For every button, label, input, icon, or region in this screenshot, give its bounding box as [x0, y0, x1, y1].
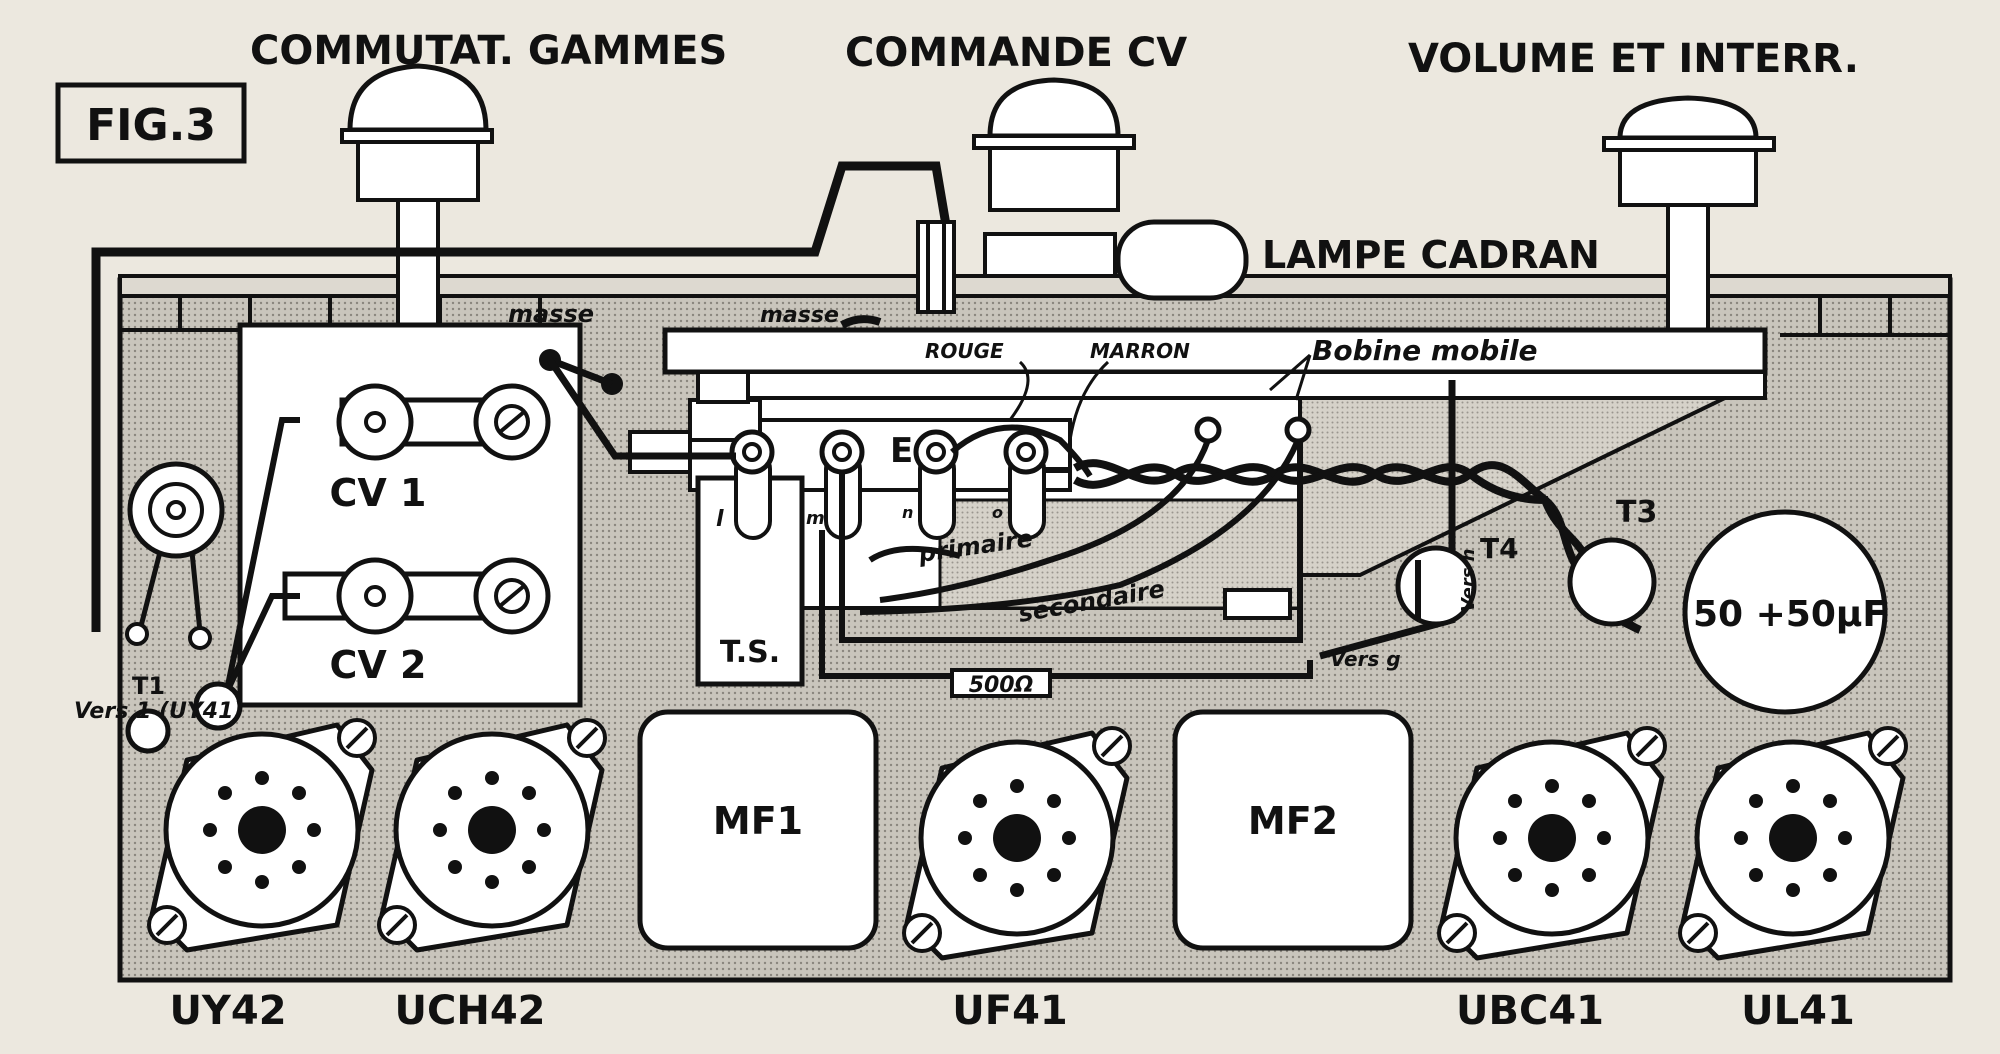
tube-label-ubc41: UBC41	[1456, 988, 1604, 1034]
commande-cv-label: COMMANDE CV	[845, 30, 1187, 76]
lug-l: l	[716, 429, 775, 540]
resistor-label: 500Ω	[969, 673, 1034, 698]
svg-text:MF1: MF1	[713, 799, 803, 843]
bobine-mobile-label: Bobine mobile	[1312, 334, 1538, 367]
svg-text:o: o	[992, 503, 1003, 522]
tube-label-uf41: UF41	[952, 988, 1067, 1034]
capacitor-label: 50 +50µF	[1693, 594, 1887, 635]
filter-capacitor: 50 +50µF	[1682, 509, 1888, 715]
tube-label-ul41: UL41	[1741, 988, 1855, 1034]
ts-label: T.S.	[720, 635, 780, 670]
rouge-label: ROUGE	[925, 339, 1004, 363]
commutateur-knob	[340, 63, 494, 332]
transformer-leads	[819, 438, 1313, 679]
e-label: E	[890, 431, 913, 471]
commande-cv-knob	[972, 77, 1136, 278]
t1-label: T1	[132, 672, 165, 700]
tube-label-uy42: UY42	[169, 988, 286, 1034]
marron-label: MARRON	[1090, 339, 1190, 363]
mf1-can: MF1	[637, 709, 879, 951]
svg-text:n: n	[902, 503, 913, 522]
masse-left-label: masse	[508, 300, 594, 328]
svg-text:l: l	[716, 507, 724, 532]
svg-text:LAMPE CADRAN: LAMPE CADRAN	[1262, 233, 1600, 277]
lug-o: o	[992, 429, 1049, 540]
cv1-label: CV 1	[330, 471, 427, 515]
t4-label: T4	[1480, 532, 1519, 565]
volume-knob	[1602, 95, 1776, 337]
tube-socket-uy42	[147, 718, 377, 953]
svg-text:MF2: MF2	[1248, 799, 1338, 843]
masse-wires: masse masse	[508, 300, 882, 460]
cv1-variable-capacitor: CV 1	[330, 383, 551, 515]
vers-h-label: Vers h	[1458, 548, 1479, 612]
figure-label: FIG.3	[55, 82, 247, 164]
tube-label-uch42: UCH42	[395, 988, 546, 1034]
tube-socket-ubc41	[1437, 726, 1667, 961]
cv2-label: CV 2	[330, 643, 427, 687]
resistor-500ohm: 500Ω	[950, 668, 1052, 698]
mf2-can: MF2	[1172, 709, 1414, 951]
t4-socket: T4 Vers h	[1395, 532, 1519, 627]
t3-label: T3	[1616, 495, 1657, 530]
masse-right-label: masse	[760, 303, 839, 328]
svg-text:m: m	[806, 508, 825, 529]
lug-n: n	[902, 429, 959, 540]
t1-socket: T1	[125, 461, 243, 754]
tube-socket-uch42	[377, 718, 607, 953]
vers-uy41-label: Vers 1 (UY41)	[74, 699, 243, 724]
dial-lamp: LAMPE CADRAN	[1115, 219, 1600, 301]
volume-label: VOLUME ET INTERR.	[1408, 36, 1859, 82]
commutateur-label: COMMUTAT. GAMMES	[250, 28, 727, 74]
vers-g-label: Vers g	[1330, 647, 1401, 671]
cv2-variable-capacitor: CV 2	[282, 557, 551, 687]
t3-socket: T3	[1567, 495, 1657, 627]
tube-socket-ul41	[1678, 726, 1908, 961]
svg-text:FIG.3: FIG.3	[86, 100, 216, 151]
dial-pulley	[916, 220, 956, 314]
tube-socket-uf41	[902, 726, 1132, 961]
